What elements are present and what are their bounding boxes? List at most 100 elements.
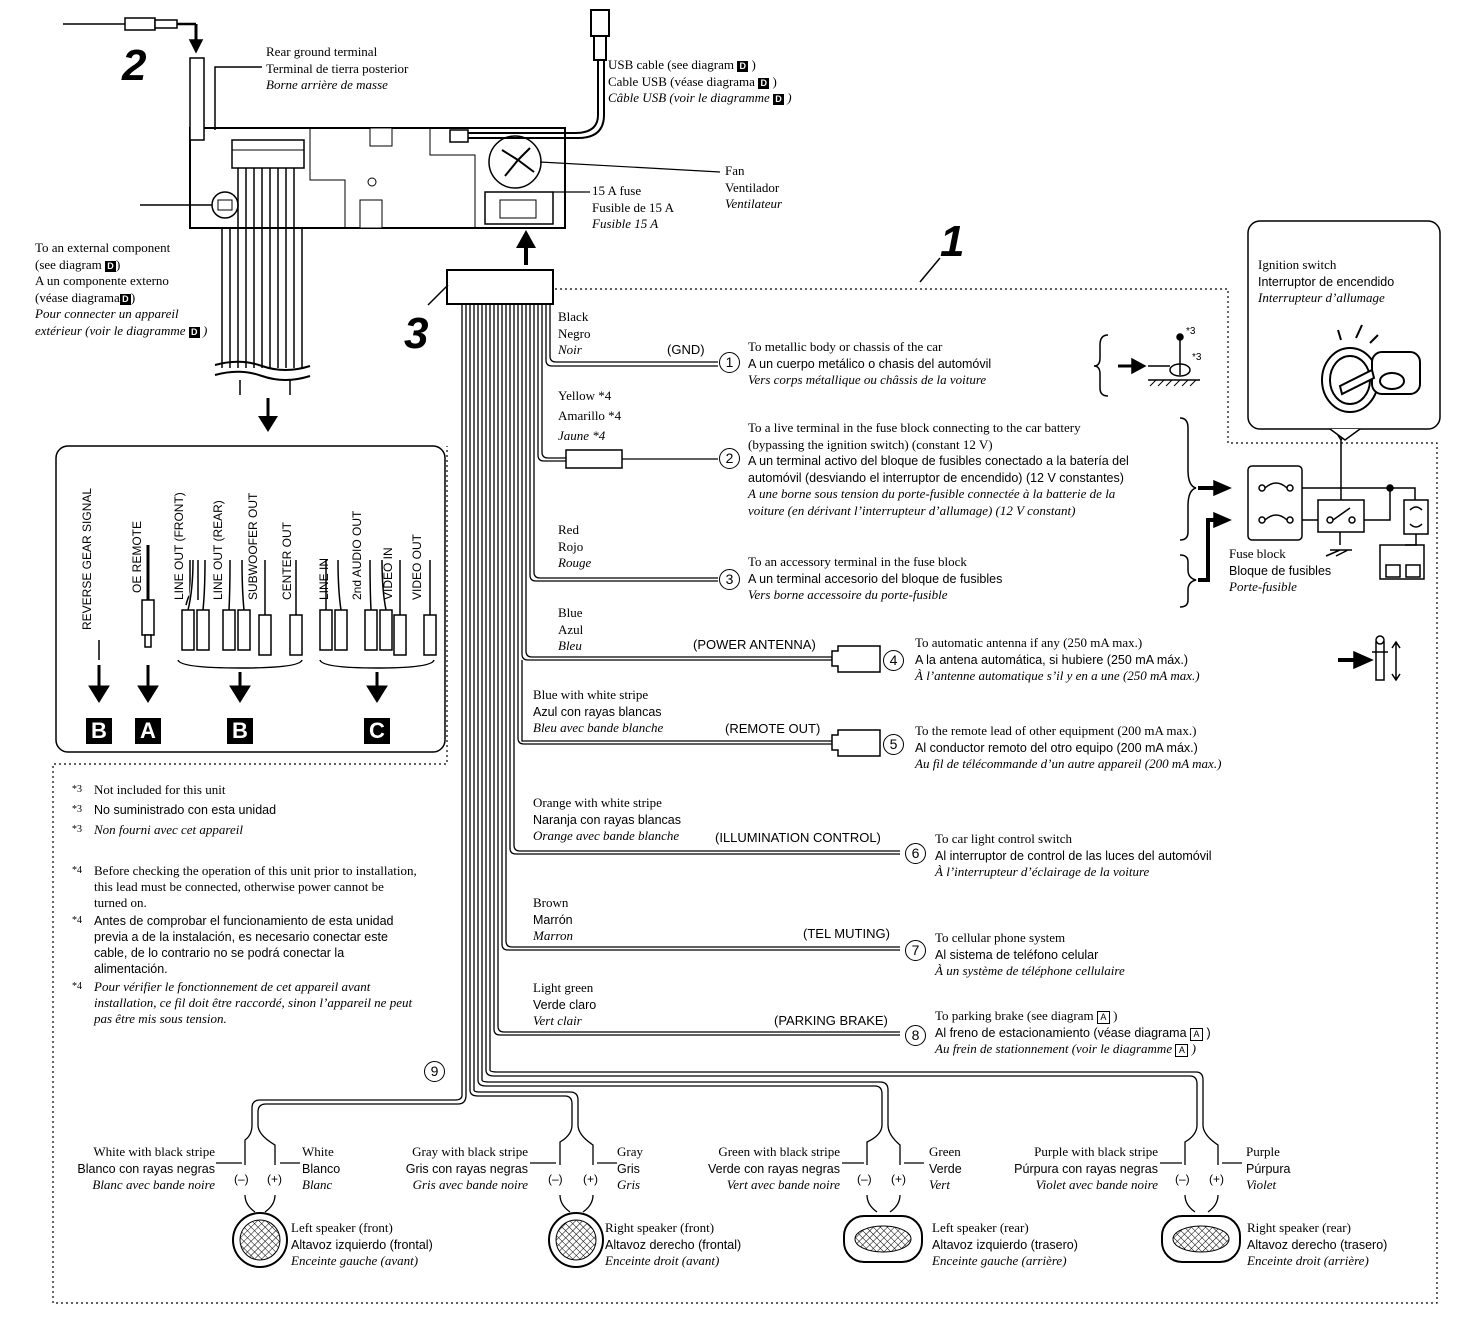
harness-wires <box>461 304 900 1095</box>
wire-8-number: 8 <box>905 1025 926 1046</box>
speaker-3-neg-polarity: (–) <box>857 1172 872 1186</box>
speaker-4-neg-polarity: (–) <box>1175 1172 1190 1186</box>
wire-4-number: 4 <box>883 650 904 671</box>
speaker-1-name: Left speaker (front)Altavoz izquierdo (f… <box>291 1220 433 1268</box>
head-unit <box>189 127 566 229</box>
fuse-label: 15 A fuse Fusible de 15 A Fusible 15 A <box>592 183 674 231</box>
rear-ground-label: Rear ground terminal Terminal de tierra … <box>266 44 409 92</box>
wire-5-tag: (REMOTE OUT) <box>724 721 822 736</box>
wire-2-destination: To a live terminal in the fuse block con… <box>748 420 1129 518</box>
footnote-mark: *3 <box>72 804 82 815</box>
speaker-group-number: 9 <box>424 1061 445 1082</box>
wire-6-tag: (ILLUMINATION CONTROL) <box>714 830 882 845</box>
footnote-mark: *4 <box>72 915 82 926</box>
antenna-plug <box>63 17 205 141</box>
callout-1: 1 <box>940 217 965 266</box>
wire-4-destination: To automatic antenna if any (250 mA max.… <box>915 635 1200 683</box>
ground-detail <box>1093 333 1200 397</box>
dashed-frames <box>52 288 1438 1304</box>
harness-connector <box>446 269 554 305</box>
diagram-ref-d: D <box>105 260 117 272</box>
rca-label-line-out-rear: LINE OUT (REAR) <box>211 500 225 600</box>
diagram-ref-d: D <box>758 77 770 89</box>
footnote-mark: *4 <box>72 865 82 876</box>
ignition-key-drawing <box>1321 324 1421 441</box>
rca-label-video-in: VIDEO IN <box>381 547 395 600</box>
callout-3: 3 <box>404 309 429 358</box>
rca-label-2nd-audio-out: 2nd AUDIO OUT <box>350 510 364 600</box>
fan-label: Fan Ventilador Ventilateur <box>725 163 783 211</box>
footnote-mark: *4 <box>72 981 82 992</box>
diagram-ref-a: A <box>1190 1027 1204 1041</box>
diagram-ref-a: A <box>1175 1044 1189 1057</box>
diagram-ref-d: D <box>773 94 785 105</box>
speaker-4-name: Right speaker (rear)Altavoz derecho (tra… <box>1247 1220 1388 1268</box>
speaker-4-pos-polarity: (+) <box>1209 1172 1224 1186</box>
diagram-ref-d: D <box>737 61 749 72</box>
wire-6-number: 6 <box>905 843 926 864</box>
speaker-3-name: Left speaker (rear)Altavoz izquierdo (tr… <box>932 1220 1078 1268</box>
speakers <box>232 1212 1241 1268</box>
clamp-footnote-mark: *3 <box>1192 352 1202 363</box>
footnote-mark: *3 <box>72 824 82 835</box>
rca-label-oe-remote: OE REMOTE <box>130 520 144 593</box>
diagram-ref-d: D <box>188 326 200 338</box>
diagram-ref-b: B <box>86 718 112 744</box>
wire-1-tag: (GND) <box>666 342 706 357</box>
rca-panel <box>55 445 446 753</box>
rca-label-center-out: CENTER OUT <box>280 522 294 600</box>
diagram-ref-c: C <box>364 718 390 744</box>
rca-panel-drawing <box>98 545 437 660</box>
speaker-3-pos-polarity: (+) <box>891 1172 906 1186</box>
callout-2: 2 <box>122 41 147 90</box>
wire-8-destination: To parking brake (see diagram A ) Al fre… <box>935 1008 1211 1057</box>
diagram-ref-a: A <box>1096 1011 1110 1024</box>
wire-8-tag: (PARKING BRAKE) <box>773 1013 889 1028</box>
rca-label-line-in: LINE IN <box>317 557 331 600</box>
ribbon-cable <box>214 168 311 395</box>
wire-3-destination: To an accessory terminal in the fuse blo… <box>748 554 1003 602</box>
footnote-mark: *3 <box>72 784 82 795</box>
wire-4-tag: (POWER ANTENNA) <box>692 637 817 652</box>
wire-3-number: 3 <box>719 569 740 590</box>
speaker-2-name: Right speaker (front)Altavoz derecho (fr… <box>605 1220 742 1268</box>
screw-footnote-mark: *3 <box>1186 326 1196 337</box>
wire-2-number: 2 <box>719 448 740 469</box>
antenna-icon <box>1338 635 1401 682</box>
usb-cable <box>468 9 610 139</box>
external-component-label: To an external component (see diagram D)… <box>35 240 208 338</box>
diagram-ref-a: A <box>135 718 161 744</box>
wire-5-destination: To the remote lead of other equipment (2… <box>915 723 1222 771</box>
rca-label-line-out-front: LINE OUT (FRONT) <box>172 492 186 600</box>
diagram-ref-d: D <box>119 293 131 305</box>
rca-label-subwoofer-out: SUBWOOFER OUT <box>246 492 260 600</box>
wire-5-number: 5 <box>883 734 904 755</box>
usb-cable-label: USB cable (see diagram D ) Cable USB (vé… <box>608 57 792 105</box>
wire-1-number: 1 <box>719 352 740 373</box>
